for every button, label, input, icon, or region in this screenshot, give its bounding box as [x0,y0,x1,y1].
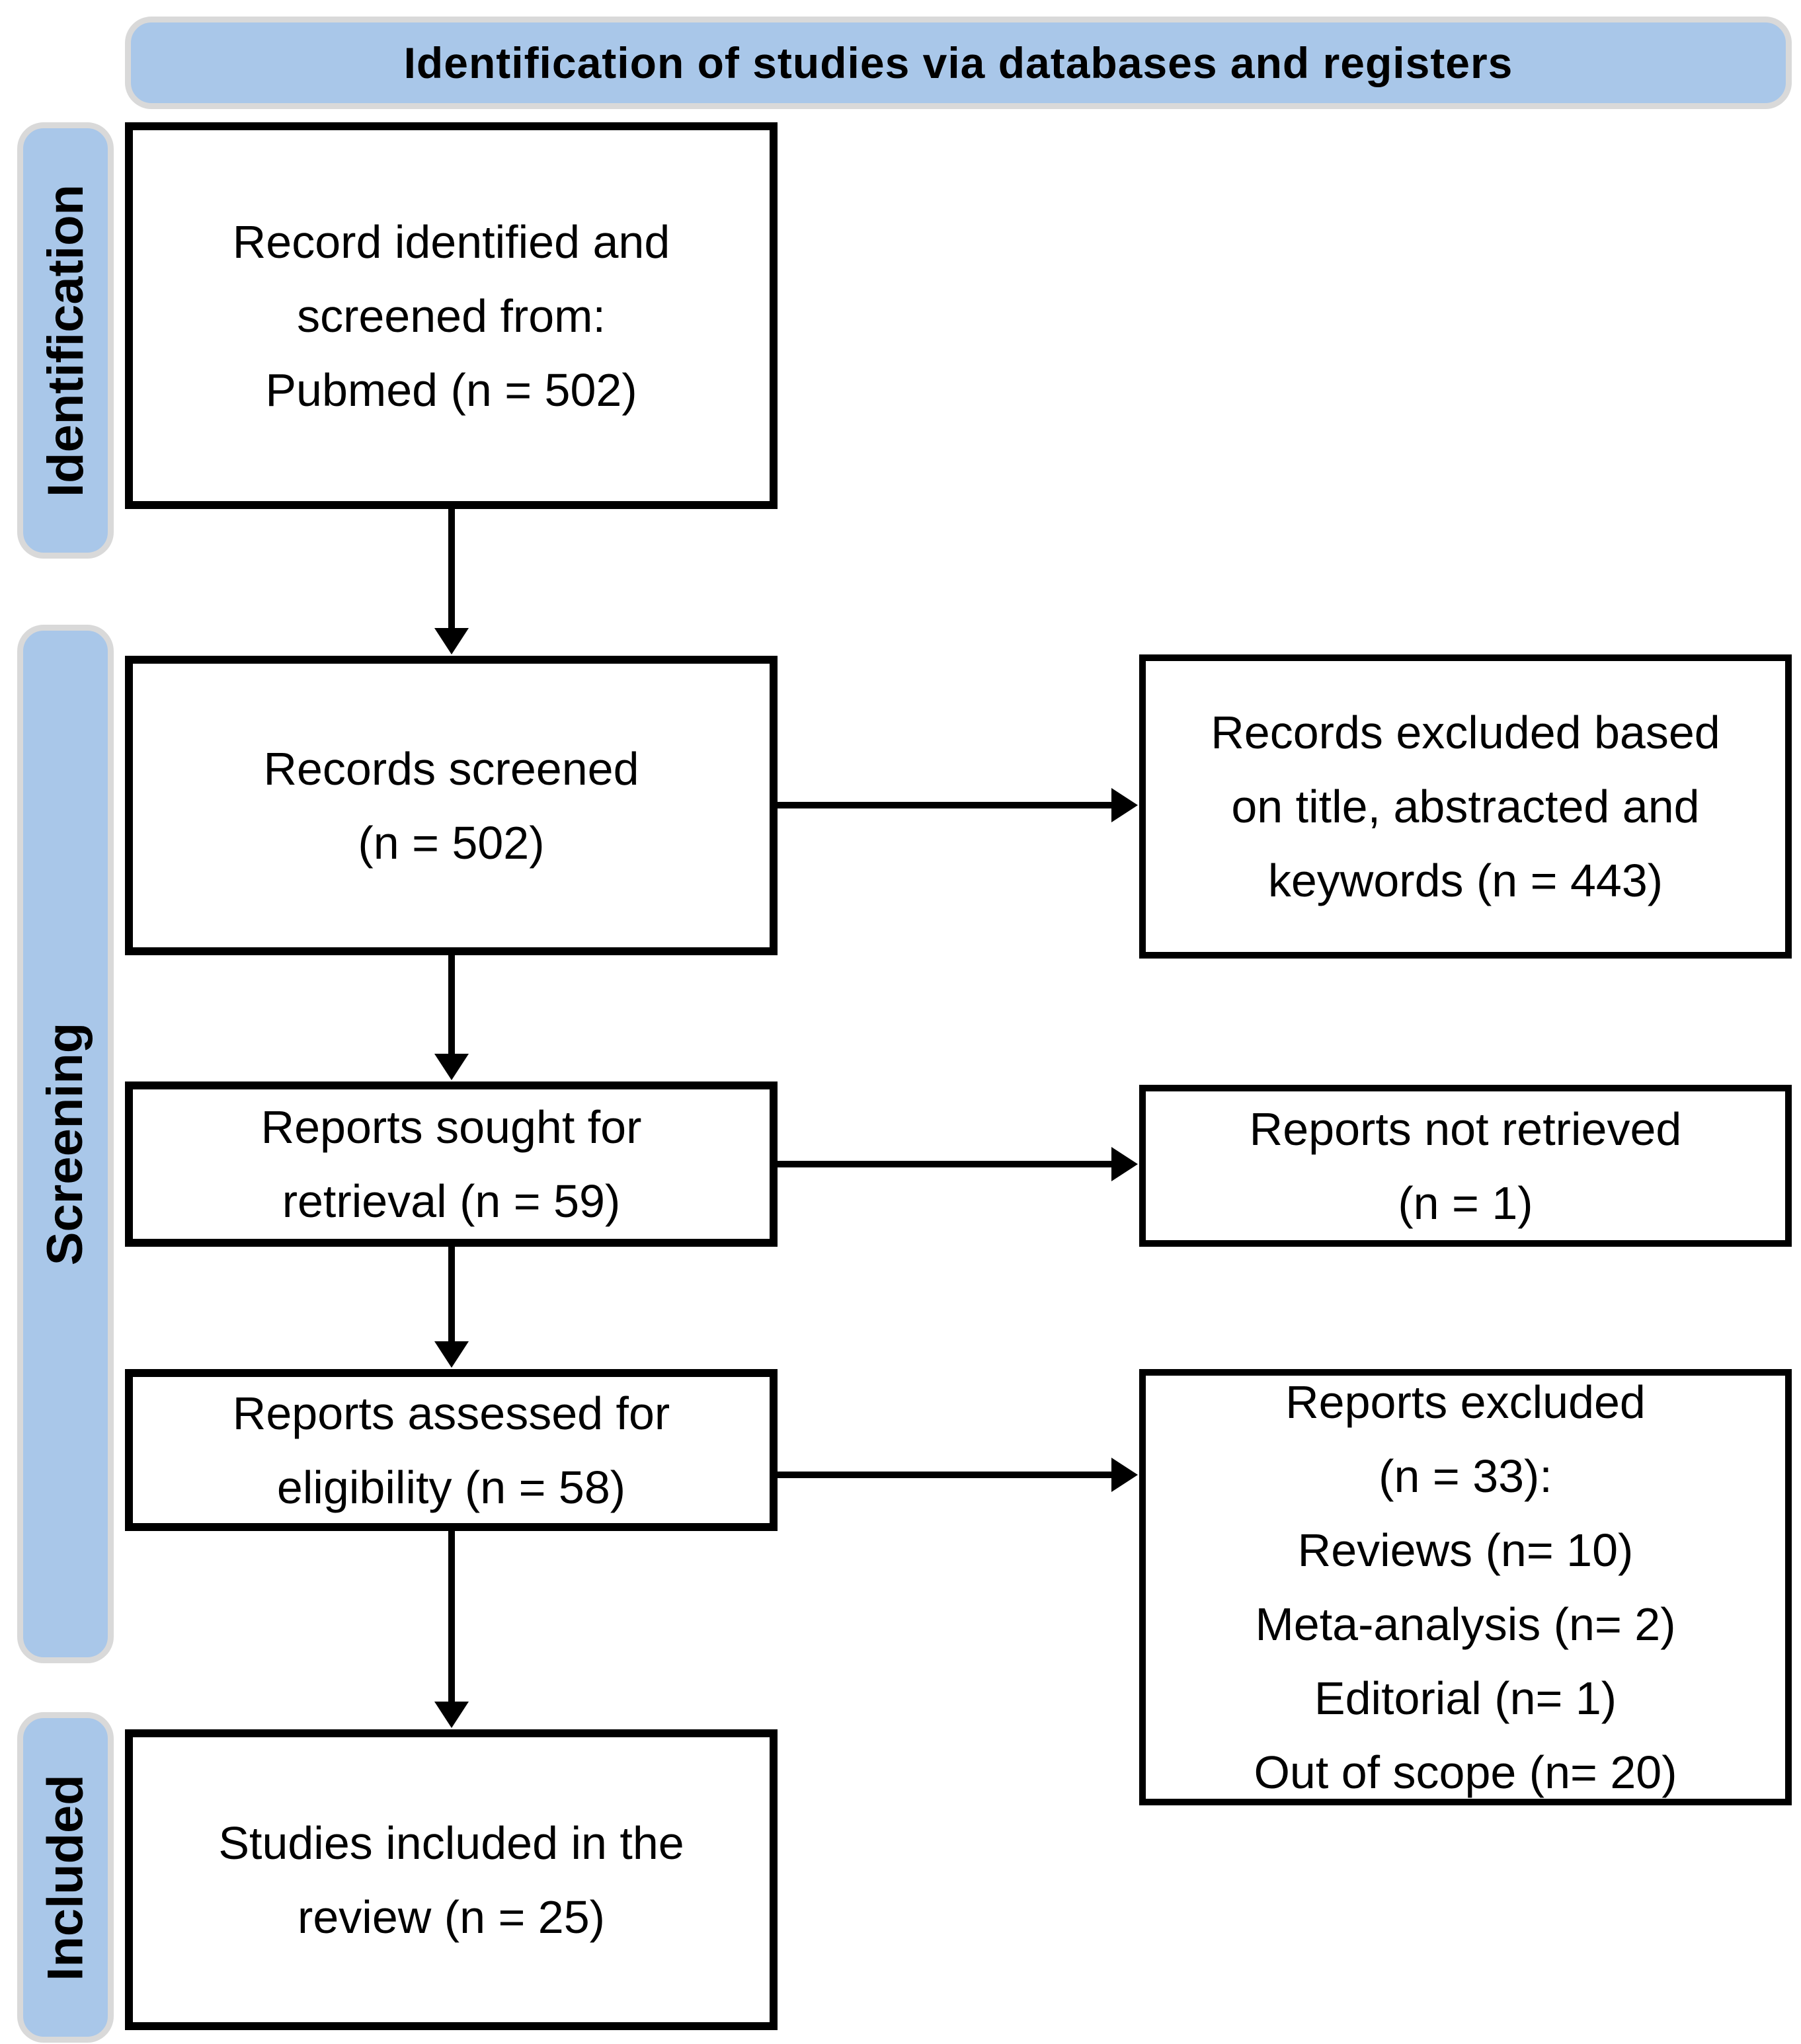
box-records-excluded: Records excluded based on title, abstrac… [1139,654,1792,959]
box-records-screened: Records screened (n = 502) [125,656,778,955]
stage-label-screening-text: Screening [37,1022,94,1266]
box-reports-excluded: Reports excluded (n = 33): Reviews (n= 1… [1139,1369,1792,1805]
stage-label-identification: Identification [17,122,114,559]
stage-label-screening: Screening [17,625,114,1663]
arrow-down-identified-to-screened [448,509,455,629]
arrow-down-sought-to-assessed [448,1247,455,1343]
box-reports-assessed: Reports assessed for eligibility (n = 58… [125,1369,778,1531]
box-reports-not-retrieved: Reports not retrieved (n = 1) [1139,1085,1792,1247]
arrow-down-screened-to-sought [448,955,455,1055]
box-studies-included: Studies included in the review (n = 25) [125,1729,778,2030]
box-studies-included-text: Studies included in the review (n = 25) [218,1817,684,1943]
box-reports-excluded-text: Reports excluded (n = 33): Reviews (n= 1… [1254,1376,1677,1798]
box-reports-sought: Reports sought for retrieval (n = 59) [125,1081,778,1247]
box-records-identified: Record identified and screened from: Pub… [125,122,778,509]
stage-label-identification-text: Identification [37,184,94,497]
box-records-excluded-text: Records excluded based on title, abstrac… [1211,707,1720,906]
box-reports-not-retrieved-text: Reports not retrieved (n = 1) [1249,1103,1682,1229]
diagram-title-banner: Identification of studies via databases … [125,17,1792,109]
arrow-down-assessed-to-included [448,1531,455,1703]
box-reports-sought-text: Reports sought for retrieval (n = 59) [260,1101,642,1227]
box-records-identified-text: Record identified and screened from: Pub… [232,216,670,416]
stage-label-included: Included [17,1712,114,2043]
arrow-right-assessed-to-reports-excluded [778,1472,1113,1478]
stage-label-included-text: Included [37,1774,94,1981]
arrow-right-screened-to-records-excluded [778,802,1113,808]
box-reports-assessed-text: Reports assessed for eligibility (n = 58… [232,1387,670,1513]
box-records-screened-text: Records screened (n = 502) [263,742,639,869]
arrow-right-sought-to-not-retrieved [778,1161,1113,1167]
diagram-title: Identification of studies via databases … [403,38,1513,87]
